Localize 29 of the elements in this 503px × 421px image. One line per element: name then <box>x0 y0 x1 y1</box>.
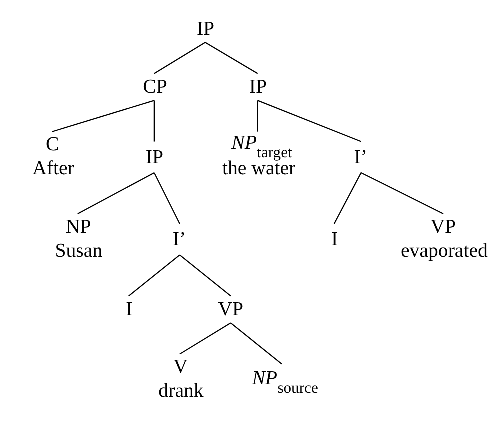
connector <box>180 254 232 297</box>
connector <box>78 172 155 215</box>
node-text: I <box>332 228 338 250</box>
connector <box>154 42 206 74</box>
node-text: C After <box>32 134 74 180</box>
connector <box>180 322 232 355</box>
connector <box>230 322 282 365</box>
node-text: V drank <box>158 356 204 402</box>
connector <box>258 100 362 142</box>
node-text: CP <box>143 76 168 98</box>
connector <box>154 100 155 142</box>
connector <box>52 100 155 132</box>
connector <box>361 172 444 215</box>
node-text: I <box>126 298 133 321</box>
node-text: NP Susan <box>55 216 103 262</box>
connector <box>128 254 180 297</box>
connector <box>334 172 362 224</box>
node-text: IP <box>146 146 164 168</box>
node-text: NP$_{source}$ <box>252 367 318 397</box>
node-text: IP <box>196 18 215 40</box>
node-text: I’ <box>172 228 186 250</box>
connector <box>154 172 180 224</box>
connector <box>257 100 258 132</box>
node-text: IP <box>249 76 268 98</box>
node-text: I’ <box>354 146 368 168</box>
node-text: VP evaporated <box>400 216 488 262</box>
connector <box>205 42 258 74</box>
node-text: VP <box>218 298 244 321</box>
node-text: NP$_{target}$ the water <box>222 132 296 180</box>
